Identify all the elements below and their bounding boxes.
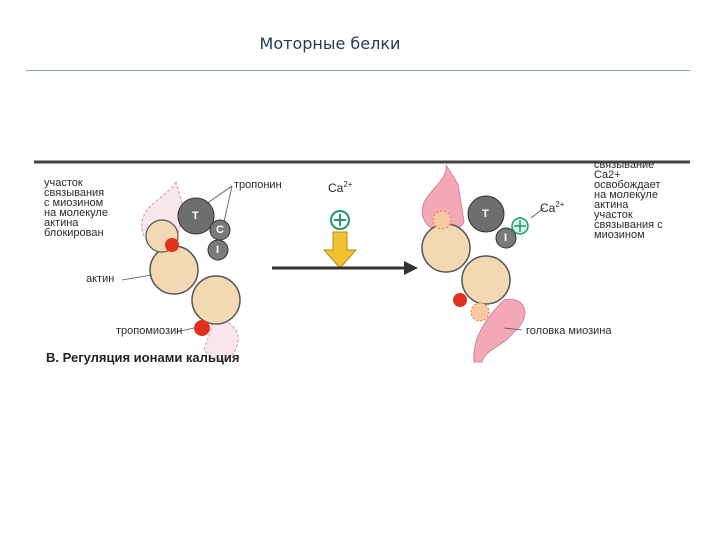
myosin-head-lower xyxy=(473,298,526,363)
label-tropomyosin: тропомиозин xyxy=(116,325,183,337)
myosin-outline-lower xyxy=(203,319,239,361)
actin-bead xyxy=(191,275,241,325)
myosin-head-upper xyxy=(421,164,465,232)
label-i-left: I xyxy=(216,244,220,256)
label-actin: актин xyxy=(86,273,115,285)
troponin-t xyxy=(467,195,505,233)
tropomyosin-dot xyxy=(453,293,467,307)
label-troponin: тропонин xyxy=(234,179,282,191)
binding-site xyxy=(432,210,452,230)
label-ca-ion: Ca2+ xyxy=(328,180,353,195)
label-t-left: T xyxy=(192,210,199,222)
label-binding-site-blocked: участок связывания с миозином на молекул… xyxy=(44,177,108,239)
calcium-regulation-figure: участок связывания с миозином на молекул… xyxy=(34,150,690,372)
tropomyosin-dot xyxy=(165,238,179,252)
label-calcium-release: связывание Ca2+ освобождает на молекуле … xyxy=(594,159,663,241)
actin-bead xyxy=(461,255,511,305)
slide-title: Моторные белки xyxy=(259,34,401,53)
figure-caption: В. Регуляция ионами кальция xyxy=(46,350,240,365)
figure-drawing xyxy=(34,160,690,363)
troponin-i xyxy=(207,239,229,261)
label-myosin-head: головка миозина xyxy=(526,325,612,337)
tropomyosin-dot xyxy=(194,320,210,336)
title-divider xyxy=(26,70,690,71)
label-i-right: I xyxy=(504,232,508,244)
label-t-right: T xyxy=(482,208,489,220)
label-c-left: C xyxy=(216,224,224,236)
actin-bead xyxy=(421,223,471,273)
binding-site xyxy=(470,302,490,322)
label-ca-ion-right: Ca2+ xyxy=(540,200,565,215)
right-arrow-icon xyxy=(404,261,418,275)
actin-bead xyxy=(149,245,199,295)
down-arrow-icon xyxy=(322,231,358,269)
troponin-i xyxy=(495,227,517,249)
troponin-t xyxy=(177,197,215,235)
